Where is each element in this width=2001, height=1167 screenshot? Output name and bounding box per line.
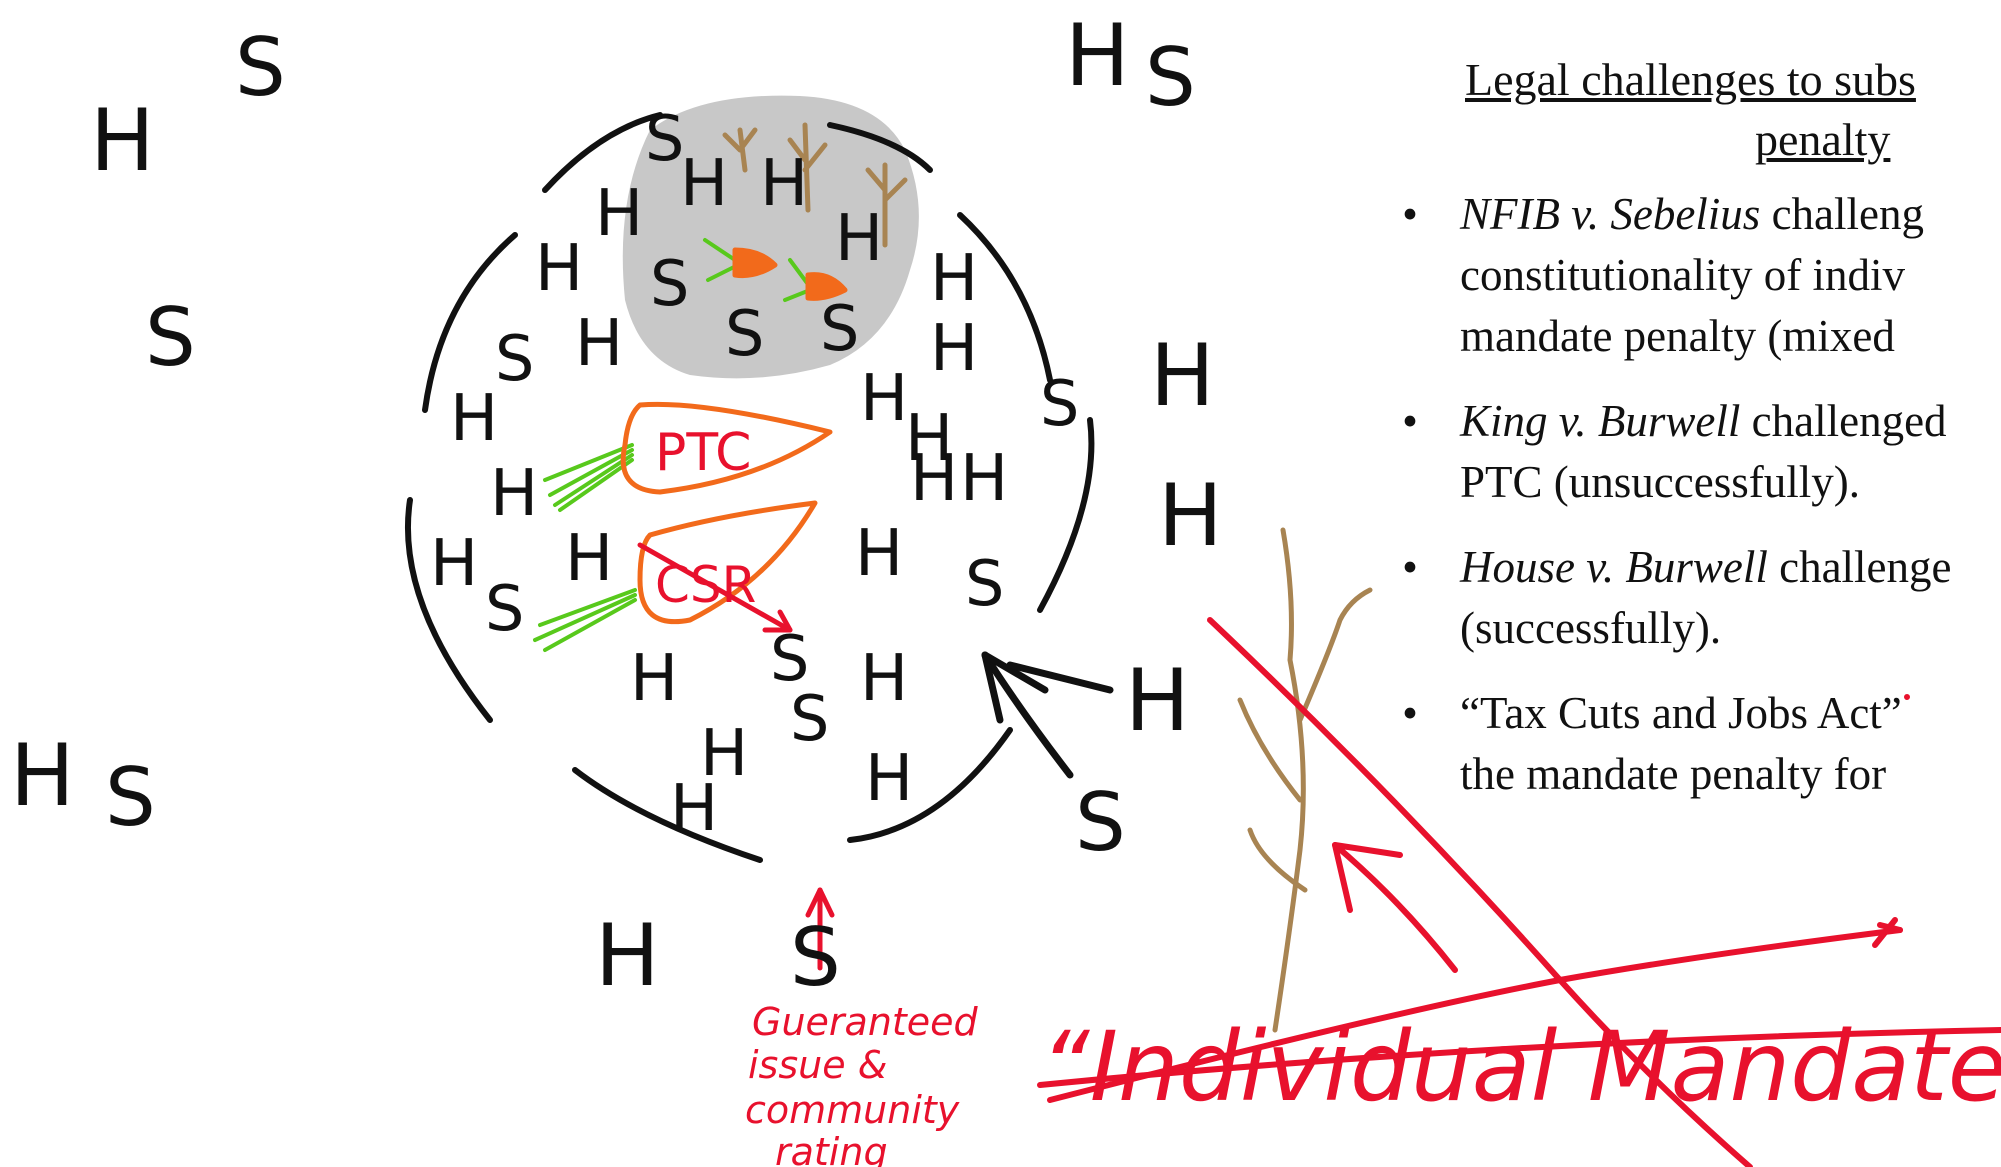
bullet-text: (successfully). [1460, 598, 2001, 659]
bullet-dot: • [1380, 537, 1440, 598]
letter-h: H [760, 147, 808, 221]
case-name: King v. Burwell [1460, 396, 1740, 446]
letter-s: S [650, 247, 689, 320]
bullet-text: constitutionality of indiv [1460, 245, 2001, 306]
bullet-text: challenge [1768, 542, 1952, 592]
letter-h: H [10, 726, 75, 826]
letter-h: H [1125, 651, 1190, 751]
letter-s: S [965, 547, 1004, 620]
letter-h: H [835, 202, 883, 276]
guarantee-note: Gueranteed issue & community rating [745, 1000, 979, 1167]
bullet-dot: • [1380, 184, 1440, 245]
letter-h: H [960, 442, 1008, 516]
letter-h: H [595, 177, 643, 251]
guarantee-line-3: community [745, 1088, 960, 1132]
bullet-list: • NFIB v. Sebelius challeng constitution… [1380, 184, 2001, 805]
bullet-text: the mandate penalty for [1460, 744, 2001, 805]
letter-h: H [860, 362, 908, 436]
letter-h: H [430, 527, 478, 601]
slide-title-line-2: penalty [1380, 110, 2001, 170]
letter-h: H [855, 517, 903, 591]
letter-h: H [575, 307, 623, 381]
bullet-tcja: • “Tax Cuts and Jobs Act” the mandate pe… [1380, 683, 2001, 805]
letter-s: S [790, 682, 829, 755]
letter-s: S [1075, 776, 1126, 869]
letter-h: H [565, 522, 613, 596]
entry-arrow [985, 655, 1110, 775]
letter-s: S [235, 21, 286, 114]
bullet-text: “Tax Cuts and Jobs Act” [1460, 683, 2001, 744]
letter-s: S [495, 322, 534, 395]
letter-h: H [450, 382, 498, 456]
slide-title-line-1: Legal challenges to subs [1380, 50, 2001, 110]
letter-s: S [145, 291, 196, 384]
bullet-dot: • [1380, 683, 1440, 744]
guarantee-line-4: rating [775, 1130, 888, 1167]
letter-h: H [630, 642, 678, 716]
bullet-house: • House v. Burwell challenge (successful… [1380, 537, 2001, 659]
slide-content: Legal challenges to subs penalty • NFIB … [1380, 50, 2001, 829]
letter-h: H [670, 772, 718, 846]
letter-s: S [820, 292, 859, 365]
letter-s: S [105, 751, 156, 844]
bullet-king: • King v. Burwell challenged PTC (unsucc… [1380, 391, 2001, 513]
tree-red-arrow [1335, 845, 1455, 970]
guarantee-line-1: Gueranteed [752, 1000, 979, 1044]
letter-h: H [535, 232, 583, 306]
letter-h: H [1065, 6, 1130, 106]
letter-s: S [1145, 31, 1196, 124]
letter-s: S [1040, 367, 1079, 440]
letter-h: H [910, 442, 958, 516]
case-name: House v. Burwell [1460, 542, 1768, 592]
individual-mandate-text: “Individual Mandate” [1040, 1011, 2001, 1123]
letter-s: S [790, 911, 841, 1004]
letter-s: S [725, 297, 764, 370]
letter-h: H [680, 147, 728, 221]
letter-h: H [930, 312, 978, 386]
scattered-h-letters: H H H H H H H [10, 6, 1223, 1006]
case-name: NFIB v. Sebelius [1460, 189, 1760, 239]
bullet-nfib: • NFIB v. Sebelius challeng constitution… [1380, 184, 2001, 367]
letter-h: H [1158, 466, 1223, 566]
letter-s: S [645, 102, 684, 175]
bullet-dot: • [1380, 391, 1440, 452]
letter-h: H [865, 742, 913, 816]
bullet-text: challenged [1740, 396, 1946, 446]
guarantee-line-2: issue & [748, 1043, 887, 1087]
letter-s: S [485, 572, 524, 645]
letter-h: H [1150, 326, 1215, 426]
letter-h: H [595, 906, 660, 1006]
letter-h: H [490, 457, 538, 531]
letter-h: H [930, 242, 978, 316]
letter-h: H [90, 91, 155, 191]
ptc-label: PTC [655, 423, 751, 483]
letter-h: H [860, 642, 908, 716]
bullet-text: challeng [1760, 189, 1924, 239]
bullet-text: mandate penalty (mixed [1460, 306, 2001, 367]
slide-title: Legal challenges to subs penalty [1380, 50, 2001, 170]
bullet-text: PTC (unsuccessfully). [1460, 452, 2001, 513]
